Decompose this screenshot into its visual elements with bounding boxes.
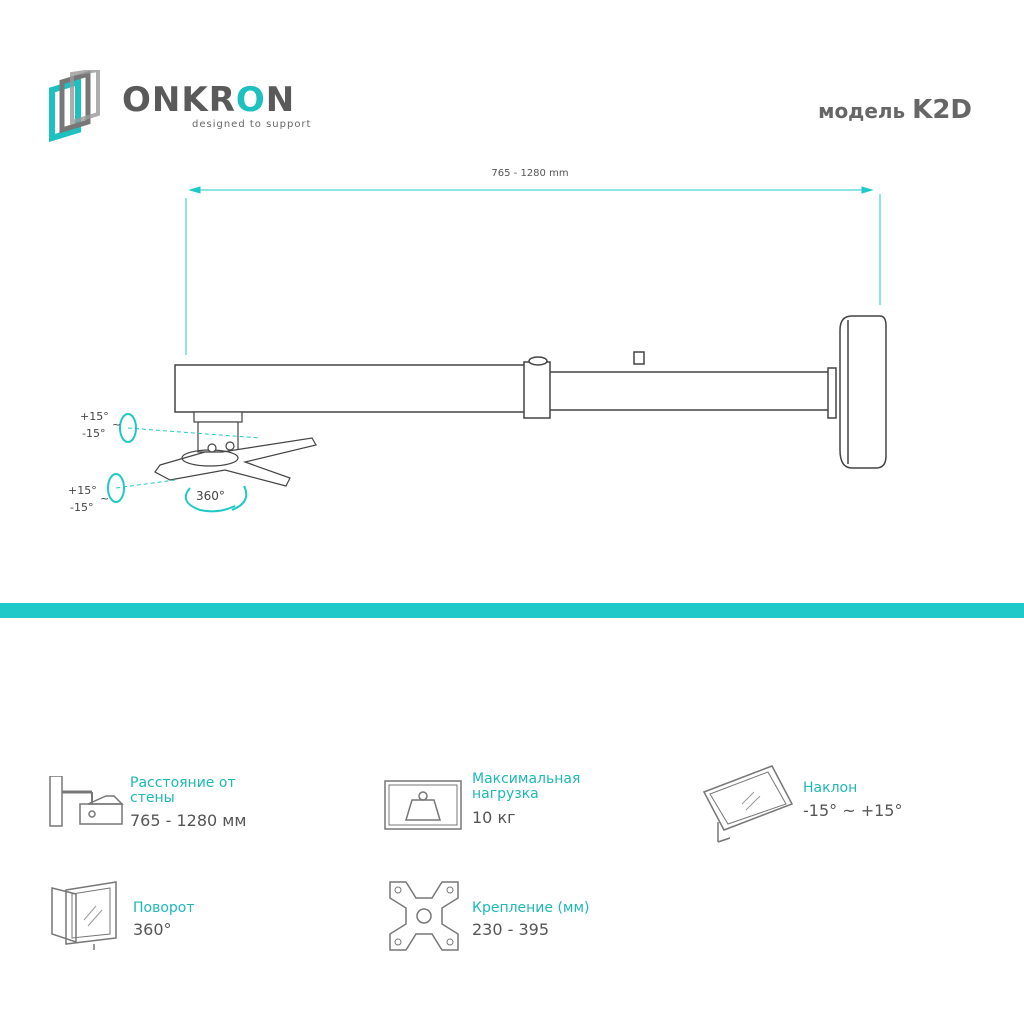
tilt-top-tilde: ~ bbox=[112, 418, 122, 431]
spec-label-mount: Крепление (мм) bbox=[472, 900, 590, 916]
spec-value-mount: 230 - 395 bbox=[472, 920, 550, 939]
tilt-bottom-minus-label: -15° bbox=[70, 501, 94, 514]
tilt-icon bbox=[702, 765, 794, 843]
rotation-arrows bbox=[107, 413, 261, 513]
max-load-icon bbox=[384, 780, 462, 830]
projector-bracket bbox=[154, 411, 317, 487]
spec-label-tilt: Наклон bbox=[803, 780, 858, 796]
spec-value-tilt: -15° ~ +15° bbox=[803, 801, 903, 820]
spec-value-wall-distance: 765 - 1280 мм bbox=[130, 811, 247, 830]
mount-icon bbox=[389, 881, 459, 951]
brand-tagline: designed to support bbox=[192, 119, 312, 130]
dimension-line bbox=[185, 186, 881, 355]
tilt-bottom-plus-label: +15° bbox=[68, 484, 97, 497]
tilt-top-plus-label: +15° bbox=[80, 410, 109, 423]
tilt-bottom-tilde: ~ bbox=[100, 492, 110, 505]
swivel-icon bbox=[51, 881, 117, 950]
onkron-logo-icon bbox=[49, 67, 100, 143]
brand-name: ONKRON bbox=[122, 80, 296, 120]
tilt-top-minus-label: -15° bbox=[82, 427, 106, 440]
spec-label-swivel: Поворот bbox=[133, 900, 195, 916]
logo bbox=[44, 67, 114, 146]
spec-value-swivel: 360° bbox=[133, 920, 172, 939]
dimension-label: 765 - 1280 mm bbox=[491, 168, 569, 179]
mount-arm bbox=[174, 351, 837, 419]
product-drawing bbox=[107, 186, 887, 513]
accent-band bbox=[0, 603, 1024, 618]
wall-distance-icon bbox=[49, 776, 124, 827]
spec-value-max-load: 10 кг bbox=[472, 808, 516, 827]
rotation-label: 360° bbox=[196, 489, 225, 503]
model-title: модель K2D bbox=[818, 95, 972, 125]
wall-plate bbox=[839, 315, 887, 469]
